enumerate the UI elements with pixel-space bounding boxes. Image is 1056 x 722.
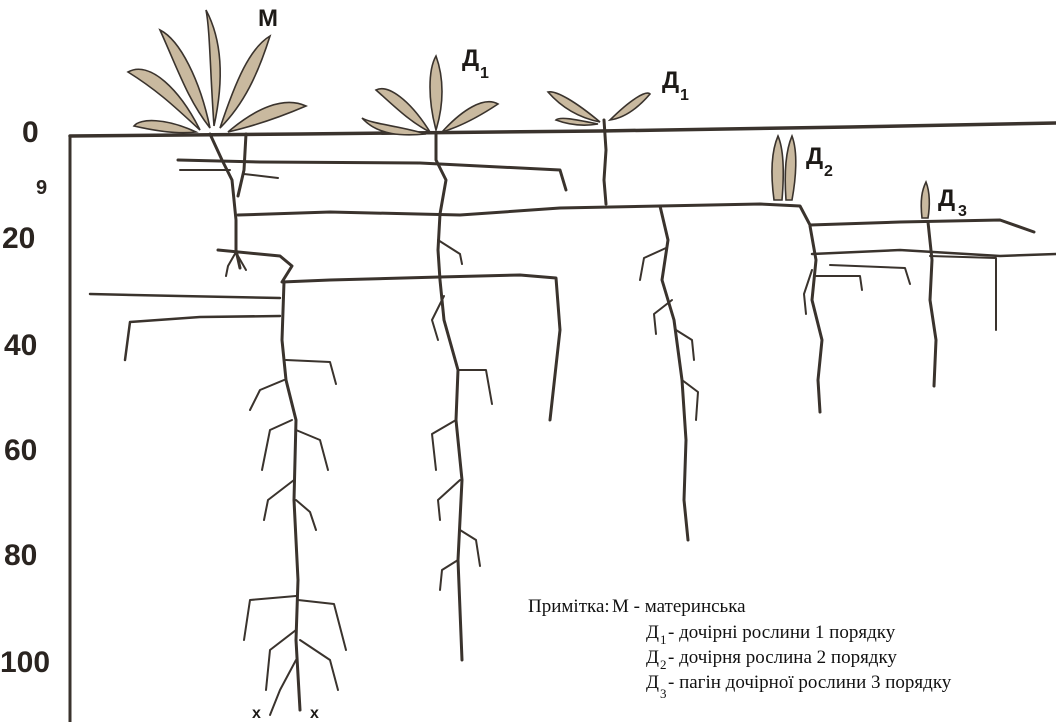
mother-taproot-branch	[300, 640, 338, 690]
daughter-plant-leaf	[430, 56, 442, 130]
note-heading: Примітка:	[528, 596, 610, 617]
depth-tick-80: 80	[4, 539, 37, 572]
right-rhizome-hook	[830, 265, 910, 284]
note-line-prefix: Д	[646, 672, 659, 693]
daughter-plant-stem	[604, 120, 606, 204]
mother-taproot-branch	[296, 430, 328, 470]
mother-plant-leaf	[206, 10, 220, 126]
mother-taproot-branch	[270, 660, 296, 715]
mother-taproot	[282, 282, 300, 710]
depth-tick-60: 60	[4, 434, 37, 467]
d2-shoot	[785, 136, 796, 200]
left-rhizome-hook	[125, 316, 280, 360]
d3-label-sub: 3	[958, 203, 967, 220]
d2-label: Д	[806, 143, 823, 170]
daughter-plant-leaf	[548, 92, 600, 122]
note-line-d2: - дочірня рослина 2 порядку	[668, 647, 897, 668]
note-line-d1: - дочірні рослини 1 порядку	[668, 622, 896, 643]
depth-tick-20: 20	[2, 222, 35, 255]
d3-label: Д	[938, 185, 955, 212]
mother-taproot-branch	[244, 596, 296, 640]
note-line-sub: 1	[660, 632, 667, 647]
left-rhizome-branch	[90, 294, 280, 298]
mother-taproot-branch	[296, 500, 316, 530]
daughter-plant-stem	[660, 206, 688, 540]
daughter-plant-rootlet	[460, 530, 480, 566]
mother-plant-rootlet	[244, 174, 278, 178]
daughter-plant-rootlet	[438, 480, 460, 520]
daughter-plant-rootlet	[816, 276, 862, 290]
depth-tick-100: 100	[0, 646, 50, 679]
right-rhizome-branch	[812, 250, 1056, 256]
mother-plant-leaf	[228, 102, 306, 132]
note-line-sub: 3	[660, 686, 667, 701]
mother-taproot-branch	[250, 380, 284, 410]
main-rhizome	[238, 204, 1034, 232]
d2-label-sub: 2	[824, 163, 833, 180]
daughter-plant-d2: Д 2	[772, 136, 862, 412]
d3-side-root	[930, 256, 996, 330]
daughter-plant-rootlet	[440, 560, 458, 590]
mother-plant-leaf	[134, 121, 196, 133]
daughter-plant-rootlet	[438, 240, 462, 264]
depth-tick-40: 40	[4, 329, 37, 362]
mother-plant-rootlet	[226, 252, 236, 276]
mother-plant-stem	[210, 134, 240, 268]
note-line-prefix: Д	[646, 622, 659, 643]
daughter-plant-leaf	[442, 102, 498, 132]
daughter-plant-d1-second: Д 1	[548, 67, 698, 540]
mother-taproot-branch	[266, 630, 296, 690]
daughter-plant-rootlet	[458, 370, 492, 404]
note-line-mother: М - материнська	[612, 596, 746, 617]
shoot-d3: Д 3	[921, 182, 967, 386]
d3-shoot	[921, 182, 929, 218]
soil-surface-line	[70, 123, 1056, 136]
d1-first-label-sub: 1	[480, 65, 489, 82]
daughter-plant-leaf	[610, 93, 650, 120]
note-line-sub: 2	[660, 657, 667, 672]
mother-taproot-branch	[286, 360, 336, 384]
d1-second-label: Д	[662, 67, 679, 94]
mother-plant-label: М	[258, 5, 278, 32]
deep-rhizome	[218, 250, 560, 420]
mother-plant: М x x	[128, 5, 346, 722]
depth-axis: 0 20 40 60 80 100 9	[0, 116, 70, 722]
root-end-mark: x	[310, 705, 319, 722]
mother-plant-stem	[238, 134, 246, 196]
daughter-plant-d1-first: Д 1	[362, 45, 498, 660]
d1-first-label: Д	[462, 45, 479, 72]
root-end-mark: x	[252, 705, 261, 722]
d1-second-label-sub: 1	[680, 87, 689, 104]
stray-mark: 9	[36, 177, 47, 199]
daughter-plant-rootlet	[432, 420, 456, 470]
d2-shoot	[772, 136, 783, 200]
daughter-plant-rootlet	[804, 270, 812, 314]
depth-tick-0: 0	[22, 116, 39, 149]
note-line-prefix: Д	[646, 647, 659, 668]
note-legend: Примітка: М - материнська Д 1 - дочірні …	[528, 596, 952, 701]
note-line-d3: - пагін дочірної рослини 3 порядку	[668, 672, 952, 693]
d3-stem	[928, 222, 936, 386]
mother-taproot-branch	[264, 480, 294, 520]
upper-rhizome	[178, 160, 566, 190]
mother-taproot-branch	[262, 420, 292, 470]
